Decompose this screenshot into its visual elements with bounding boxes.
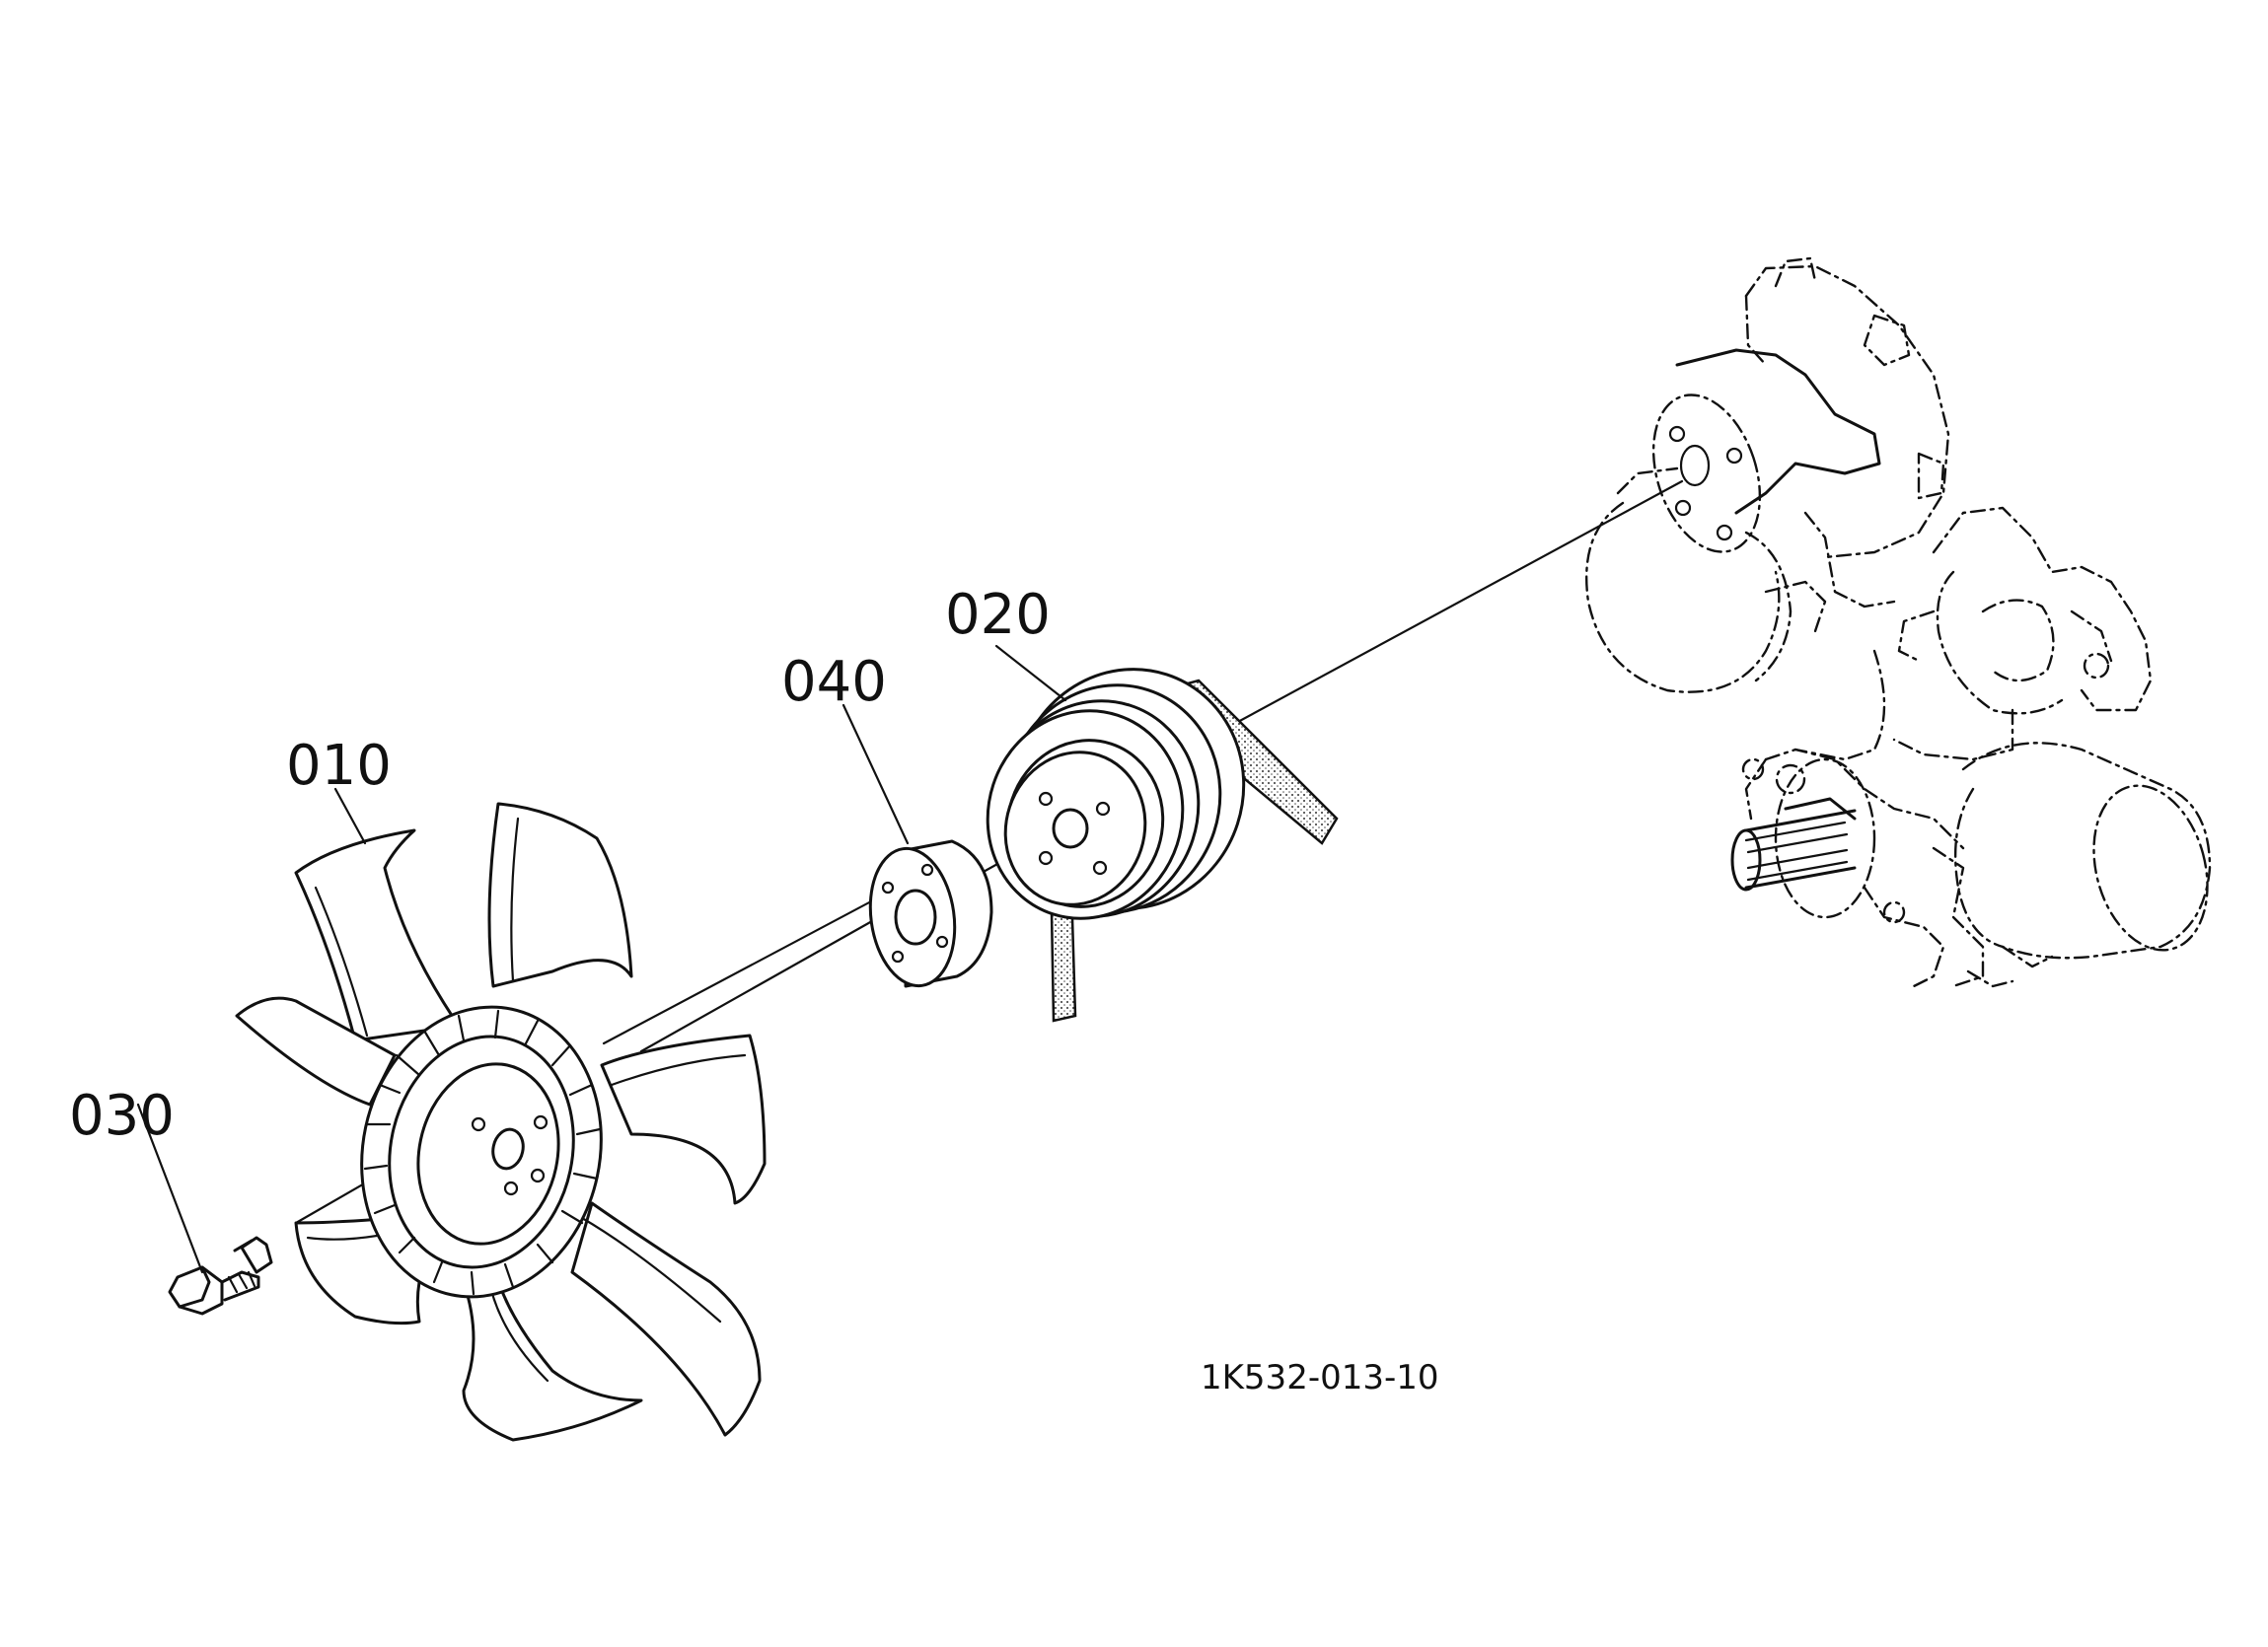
cooling-fan [235,802,767,1442]
pulley [986,668,1246,920]
callout-label-fan: 010 [286,734,392,798]
spacer [868,839,993,988]
leader-lines [136,644,1067,1274]
drawing-code: 1K532-013-10 [1201,1358,1439,1397]
callout-label-pulley: 020 [945,583,1051,647]
callout-label-bolt: 030 [69,1084,175,1148]
flange-bolt [168,1236,273,1316]
callout-label-spacer: 040 [781,650,887,714]
engine-block-outline [1584,256,2212,988]
